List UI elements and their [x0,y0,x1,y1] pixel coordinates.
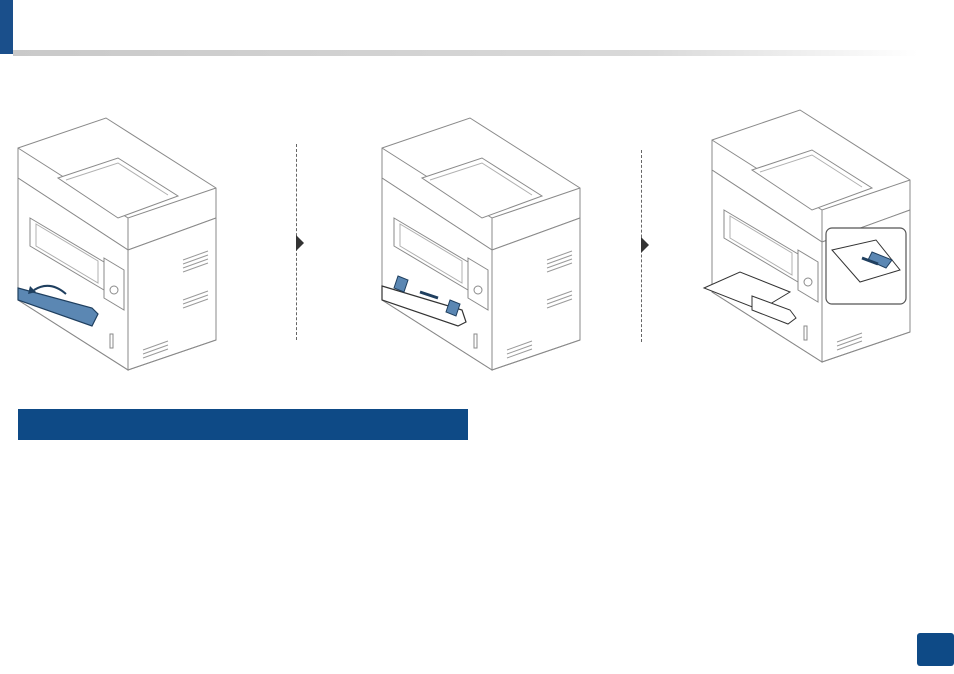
header-rule [13,50,918,56]
step-2-illustration [382,118,580,370]
step-1-illustration [18,118,216,370]
step-arrow-1-icon [296,235,304,251]
instruction-figures [0,100,954,380]
step-3-illustration [704,110,910,362]
step-arrow-2-icon [641,237,649,253]
printer-illustrations [0,100,954,380]
page-number-badge [917,633,954,666]
section-heading-bar [18,409,468,440]
header-corner-tab [0,0,13,54]
